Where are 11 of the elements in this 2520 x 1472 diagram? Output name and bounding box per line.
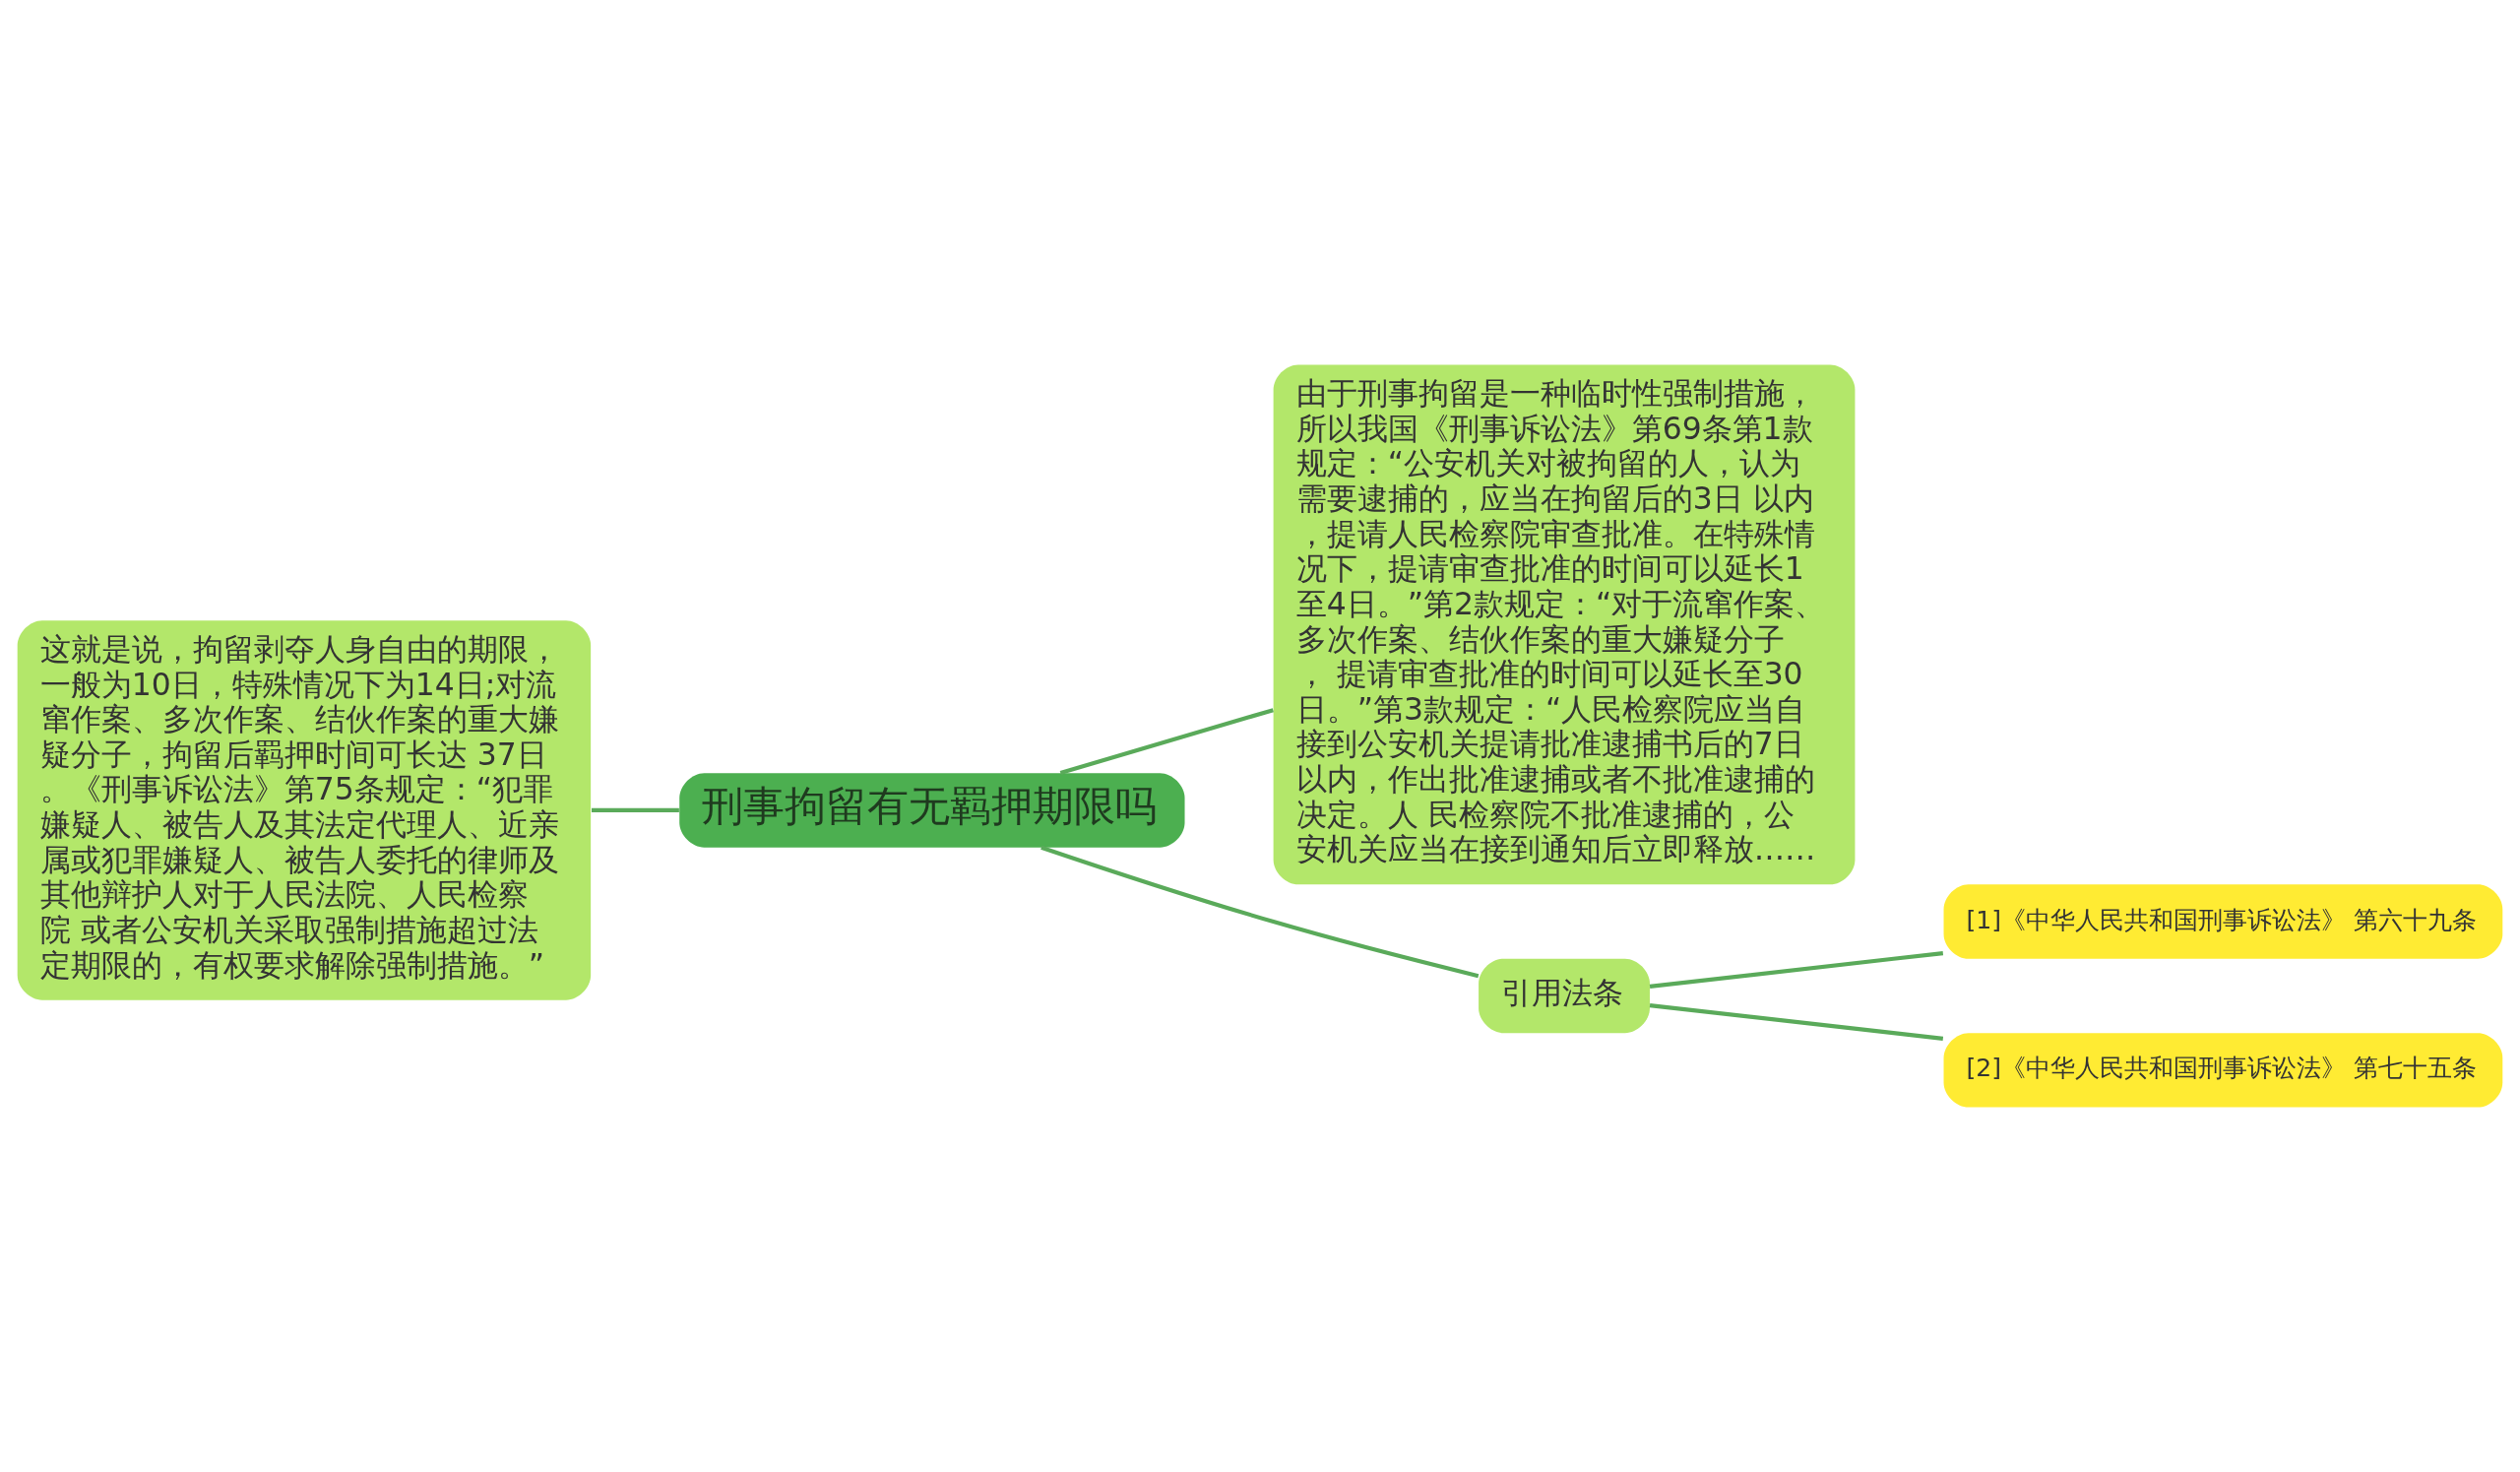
node-box: [1]《中华人民共和国刑事诉讼法》 第六十九条 bbox=[1943, 884, 2503, 959]
node-box: 引用法条 bbox=[1479, 958, 1650, 1034]
connector bbox=[1059, 708, 1274, 775]
node-box: 由于刑事拘留是一种临时性强制措施，所以我国《刑事诉讼法》第69条第1款规定：“公安机关对被拘留的人，认为需要逮捕的，应当在拘留后的3日 以内，提请人民检察院审查批准。在特殊情况下，提请审查批准的时间可以延长1至4日。”第2款规定：“对于流窜作案、多次作案、结伙作案的重大嫌疑分子， 提请审查批准的时间可以延长至30日。”第3款规定：“人民检察院应当自接到公安机关提请批准逮捕书后的7日以内，作出批准逮捕或者不批准逮捕的决定。人 民检察院不批准逮捕的，公安机关应当在接到通知后立即释放…… bbox=[1273, 364, 1856, 885]
connector bbox=[1649, 1003, 1944, 1041]
node-box: 刑事拘留有无羁押期限吗 bbox=[679, 773, 1185, 848]
node-box: 这就是说，拘留剥夺人身自由的期限，一般为10日，特殊情况下为14日;对流窜作案、多次作案、结伙作案的重大嫌疑分子，拘留后羁押时间可长达 37日。《刑事诉讼法》第75条规定：“犯罪嫌疑人、被告人及其法定代理人、近亲属或犯罪嫌疑人、被告人委托的律师及其他辩护人对于人民法院、人民检察院 或者公安机关采取强制措施超过法定期限的，有权要求解除强制措施。” bbox=[17, 620, 592, 1000]
connector bbox=[1649, 951, 1944, 989]
connector bbox=[1040, 845, 1480, 979]
connector bbox=[592, 807, 679, 812]
node-box: [2]《中华人民共和国刑事诉讼法》 第七十五条 bbox=[1943, 1033, 2503, 1108]
